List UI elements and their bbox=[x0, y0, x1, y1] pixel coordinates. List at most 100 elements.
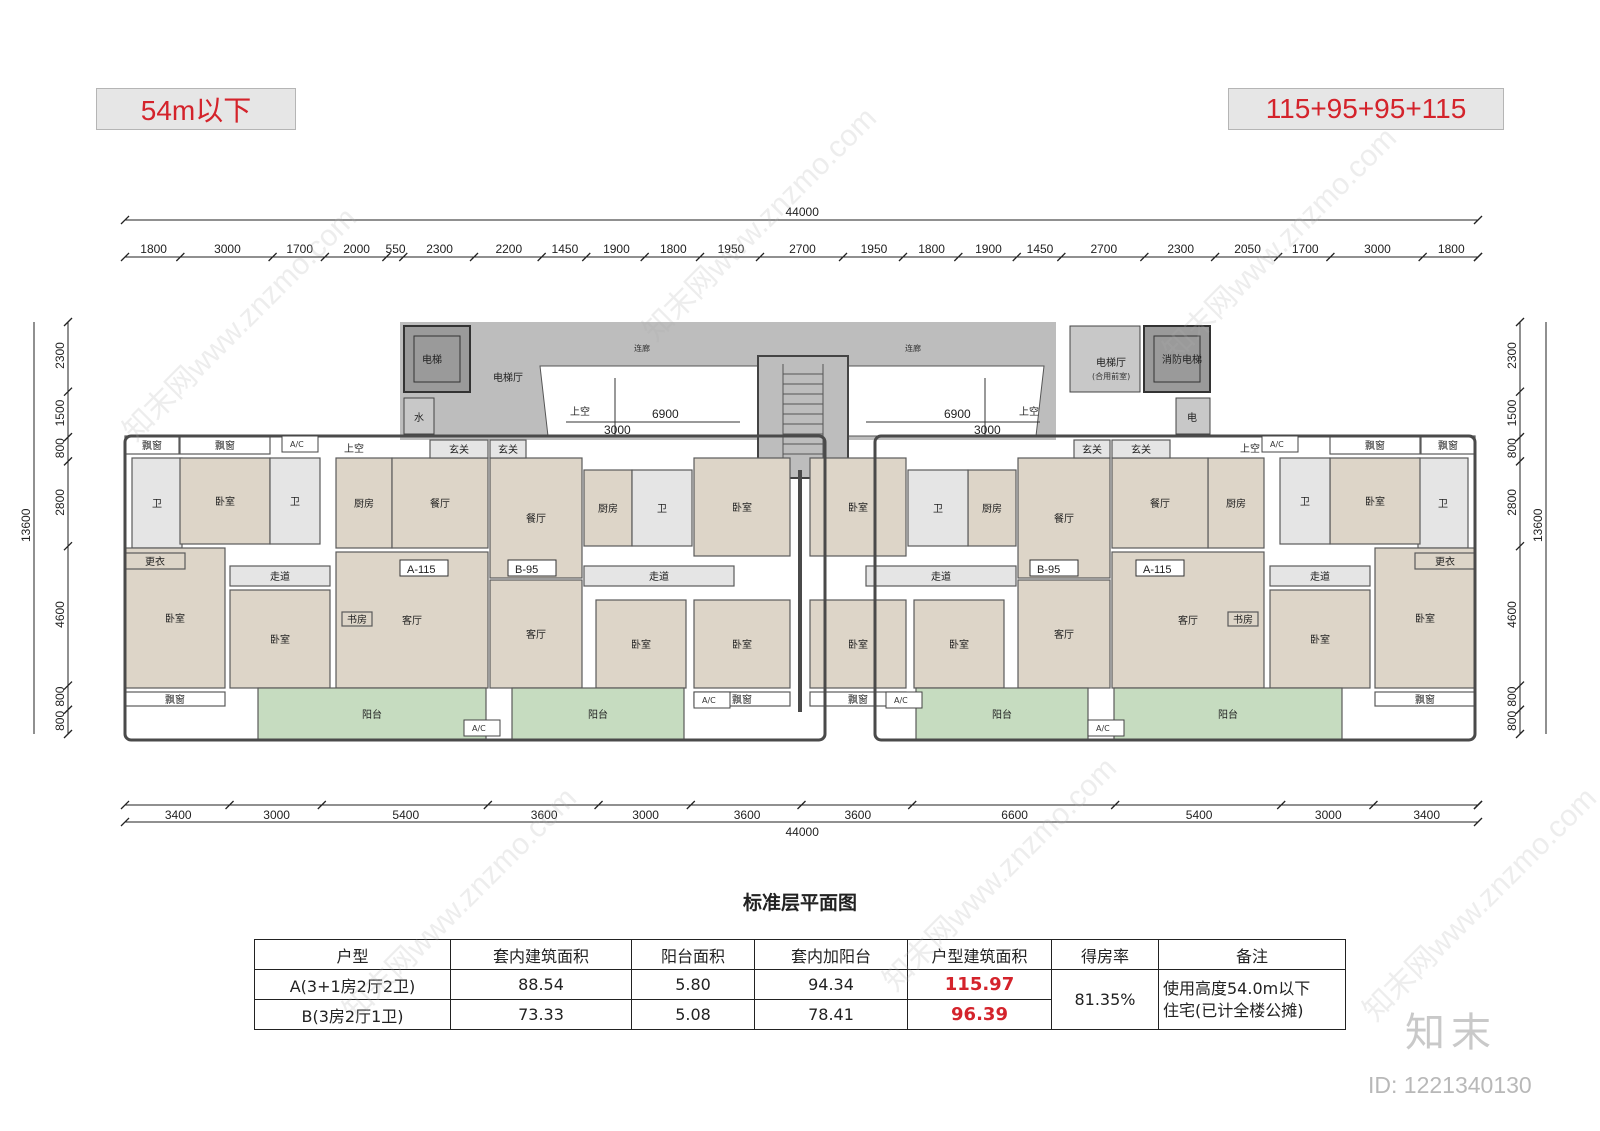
bedroom bbox=[1329, 457, 1421, 545]
bottom-dim-label: 3000 bbox=[1315, 808, 1342, 822]
void-label-left: 上空 bbox=[570, 405, 590, 418]
hallway bbox=[583, 565, 735, 587]
top-tick bbox=[120, 252, 130, 262]
elevator-left bbox=[403, 325, 471, 393]
top-dim-label: 1800 bbox=[140, 242, 167, 256]
bedroom bbox=[913, 599, 1005, 689]
balcony-label: 阳台 bbox=[362, 708, 382, 721]
top-dim-label: 2300 bbox=[426, 242, 453, 256]
top-tick bbox=[838, 252, 848, 262]
left-tick bbox=[63, 681, 73, 690]
top-tick bbox=[1473, 215, 1483, 225]
bedroom-label: 卧室 bbox=[1310, 633, 1330, 646]
bath bbox=[631, 469, 693, 547]
corridor-label-right: 连廊 bbox=[905, 343, 921, 353]
dining-room-label: 餐厅 bbox=[1054, 512, 1074, 525]
unit-type-badge bbox=[399, 559, 449, 577]
top-dim-label: 1800 bbox=[1438, 242, 1465, 256]
bedroom-label: 卧室 bbox=[848, 501, 868, 514]
right-tick bbox=[1515, 317, 1525, 327]
image-id: ID: 1221340130 bbox=[1368, 1072, 1532, 1098]
ac-unit bbox=[693, 691, 731, 709]
bath bbox=[907, 469, 969, 547]
header-type: 户型 bbox=[254, 939, 451, 970]
right-tick bbox=[1515, 681, 1525, 690]
ac-unit bbox=[463, 719, 501, 737]
void-label: 上空 bbox=[344, 442, 364, 455]
bottom-tick bbox=[120, 800, 130, 810]
top-tick bbox=[381, 252, 391, 262]
top-dim-label: 1450 bbox=[552, 242, 579, 256]
top-dim-label: 1450 bbox=[1027, 242, 1054, 256]
bedroom bbox=[595, 599, 687, 689]
ac-unit-label: A/C bbox=[472, 724, 486, 733]
left-dim-label: 800 bbox=[53, 686, 67, 706]
kitchen-label: 厨房 bbox=[1226, 497, 1246, 510]
bay-window-label: 飘窗 bbox=[165, 693, 185, 706]
left-dim-label: 1500 bbox=[53, 399, 67, 426]
hallway bbox=[1269, 565, 1371, 587]
right-tick bbox=[1515, 705, 1525, 715]
hallway-label: 走道 bbox=[649, 570, 669, 583]
ac-unit bbox=[281, 435, 319, 453]
ac-unit-label: A/C bbox=[1096, 724, 1110, 733]
bay-window-label: 飘窗 bbox=[215, 439, 235, 452]
row-a-gross: 115.97 bbox=[907, 969, 1052, 1000]
left-tick bbox=[63, 729, 73, 739]
top-dim-label: 1950 bbox=[718, 242, 745, 256]
core-area: 6900 6900 3000 3000 连廊 连廊 电梯 电梯厅 电梯厅 (合用… bbox=[400, 322, 1211, 479]
bottom-tick bbox=[686, 800, 696, 810]
dining-room-label: 餐厅 bbox=[430, 497, 450, 510]
top-dim-label: 1900 bbox=[975, 242, 1002, 256]
top-dim-label: 550 bbox=[386, 242, 406, 256]
unit-mix-text: 115+95+95+115 bbox=[1265, 93, 1467, 124]
top-dim-label: 2300 bbox=[1167, 242, 1194, 256]
top-tick bbox=[1473, 252, 1483, 262]
living-room-label: 客厅 bbox=[1054, 628, 1074, 641]
bath-label: 卫 bbox=[1300, 497, 1310, 508]
left-tick bbox=[63, 387, 73, 397]
bottom-tick bbox=[1473, 800, 1483, 810]
void-height-right: 3000 bbox=[974, 423, 1001, 437]
header-note: 备注 bbox=[1158, 939, 1346, 970]
left-tick bbox=[63, 432, 73, 442]
right-dim-label: 4600 bbox=[1505, 601, 1519, 628]
left-tick bbox=[63, 541, 73, 551]
bottom-dim-label: 6600 bbox=[1001, 808, 1028, 822]
entry-label: 玄关 bbox=[1082, 443, 1102, 456]
bedroom-label: 卧室 bbox=[732, 638, 752, 651]
header-inner-plus: 套内加阳台 bbox=[754, 939, 908, 970]
entry-label: 玄关 bbox=[498, 443, 518, 456]
right-dim-label: 800 bbox=[1505, 686, 1519, 706]
area-table: 户型 套内建筑面积 阳台面积 套内加阳台 户型建筑面积 得房率 备注 A(3+1… bbox=[254, 939, 1346, 1030]
top-tick bbox=[1273, 252, 1283, 262]
ac-unit-label: A/C bbox=[1270, 440, 1284, 449]
top-tick bbox=[953, 252, 963, 262]
right-dim-label: 1500 bbox=[1505, 399, 1519, 426]
left-dim-label: 2300 bbox=[53, 342, 67, 369]
water-shaft-label: 水 bbox=[414, 412, 424, 424]
elevator-right bbox=[1143, 325, 1211, 393]
top-tick bbox=[1056, 252, 1066, 262]
bottom-tick bbox=[907, 800, 917, 810]
right-tick bbox=[1515, 387, 1525, 397]
bottom-dim-label: 3000 bbox=[632, 808, 659, 822]
row-a-type: A(3+1房2厅2卫) bbox=[254, 969, 451, 1000]
bath bbox=[269, 457, 321, 545]
bedroom bbox=[229, 589, 331, 689]
top-tick bbox=[469, 252, 479, 262]
bath bbox=[1279, 457, 1331, 545]
header-inner: 套内建筑面积 bbox=[450, 939, 632, 970]
balcony-label: 阳台 bbox=[588, 708, 608, 721]
right-dim-label: 800 bbox=[1505, 438, 1519, 458]
kitchen-label: 厨房 bbox=[982, 502, 1002, 515]
top-dim-label: 2200 bbox=[495, 242, 522, 256]
top-tick bbox=[695, 252, 705, 262]
bedroom-label: 卧室 bbox=[732, 501, 752, 514]
top-dim-label: 1800 bbox=[660, 242, 687, 256]
void-height-left: 3000 bbox=[604, 423, 631, 437]
right-tick bbox=[1515, 729, 1525, 739]
top-tick bbox=[398, 252, 408, 262]
